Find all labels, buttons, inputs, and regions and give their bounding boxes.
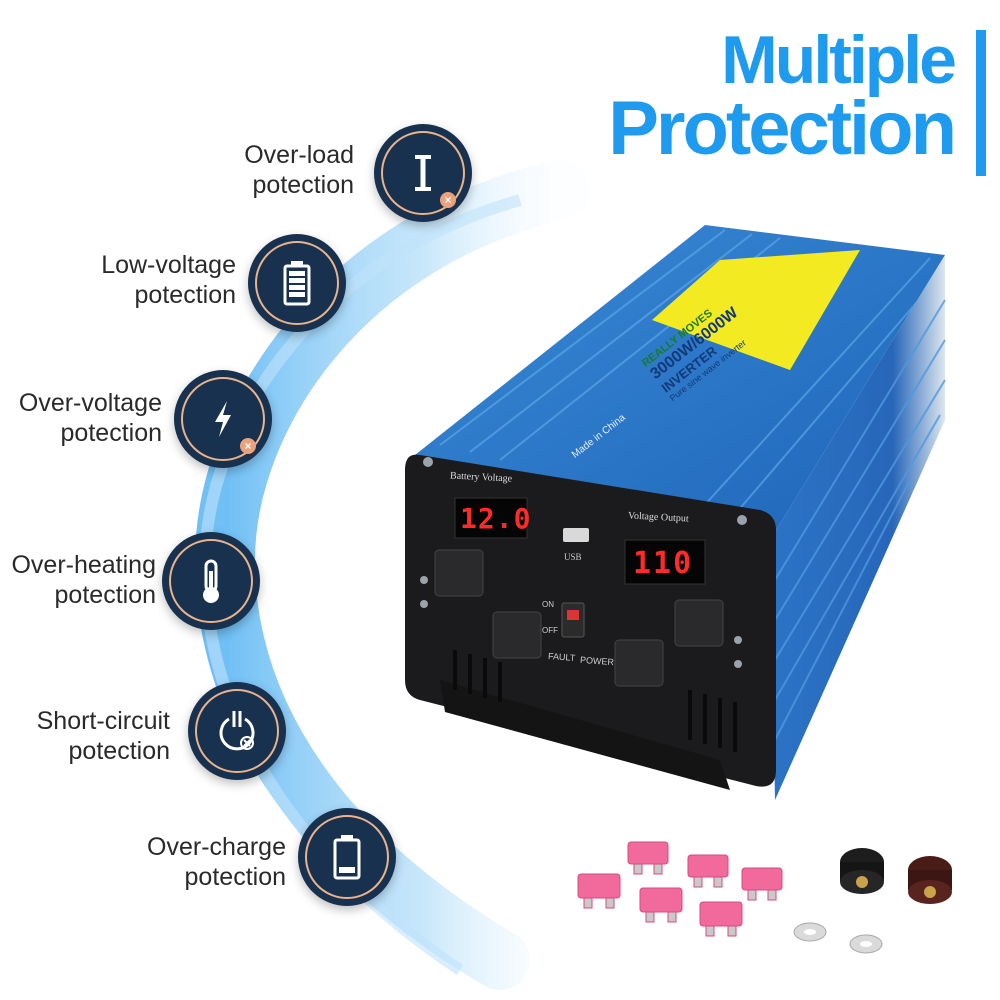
power-short-icon	[219, 711, 255, 751]
feature-short-circuit-label: Short-circuit potection	[36, 707, 170, 765]
current-i-icon	[415, 155, 431, 191]
voltage-output-display	[624, 539, 706, 585]
headline-line2: Protection	[608, 85, 957, 171]
usb-port	[563, 528, 589, 542]
battery-full-icon	[283, 261, 311, 306]
headline-line1: Multiple	[721, 22, 957, 98]
ac-outlet	[434, 549, 484, 597]
headline: Multiple Protection	[608, 22, 957, 171]
fuse	[687, 854, 729, 888]
ac-outlet	[492, 611, 542, 659]
feature-overload-label: Over-load potection	[244, 141, 354, 199]
feature-short-circuit-badge	[188, 682, 286, 780]
feature-low-voltage-badge	[248, 234, 346, 332]
usb-label: USB	[564, 552, 582, 562]
fuse	[639, 887, 683, 923]
lightning-icon	[215, 401, 231, 437]
headline-accent-bar	[976, 30, 986, 176]
terminal-red	[908, 856, 952, 904]
spec-sticker	[652, 250, 860, 370]
cross-icon: ×	[240, 438, 256, 454]
thermometer-icon	[203, 559, 219, 603]
feature-over-heating-label: Over-heating potection	[11, 551, 156, 609]
switch-on-label: ON	[542, 600, 554, 609]
cross-icon: ×	[440, 192, 456, 208]
battery-voltage-display	[454, 497, 528, 539]
feature-over-charge-label: Over-charge potection	[147, 833, 286, 891]
feature-over-charge-badge	[298, 808, 396, 906]
battery-voltage-value: 12.0	[460, 502, 532, 535]
mounting-bracket	[440, 680, 730, 790]
voltage-output-value: 110	[633, 546, 694, 581]
power-switch-indicator	[567, 610, 579, 620]
feature-over-heating-badge	[162, 532, 260, 630]
washer	[849, 934, 883, 954]
feature-over-voltage-label: Over-voltage potection	[18, 389, 162, 447]
fuse	[627, 841, 669, 875]
battery-low-icon	[333, 835, 361, 880]
ac-outlet	[674, 599, 724, 647]
fuse	[699, 901, 743, 937]
feature-low-voltage-label: Low-voltage potection	[101, 251, 236, 309]
terminal-black	[840, 848, 884, 894]
washer	[793, 922, 827, 942]
switch-off-label: OFF	[542, 626, 558, 635]
fuse	[741, 867, 783, 901]
feature-overload-badge: ×	[374, 124, 472, 222]
fuse	[577, 873, 621, 909]
ac-outlet	[614, 639, 664, 687]
feature-over-voltage-badge: ×	[174, 370, 272, 468]
